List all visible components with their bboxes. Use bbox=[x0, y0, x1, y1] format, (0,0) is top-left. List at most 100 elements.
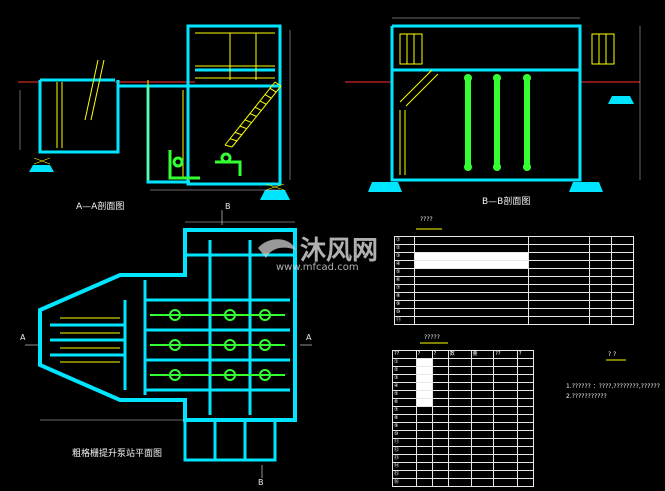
table-upper-row: ③ bbox=[394, 252, 634, 261]
table-upper-cell: ① bbox=[394, 236, 415, 245]
table-lower-row: ⑪ bbox=[392, 438, 535, 447]
table-lower-header-cell: ? bbox=[415, 350, 433, 359]
table-lower-header-cell: ? bbox=[516, 350, 535, 359]
table-upper-cell bbox=[527, 260, 591, 269]
bb-ladder bbox=[399, 110, 406, 175]
table-upper-cell bbox=[527, 244, 591, 253]
table-upper-cell: ③ bbox=[394, 252, 415, 261]
table-lower-cell: ⑩ bbox=[392, 430, 417, 439]
table-upper-cell bbox=[611, 236, 634, 245]
table-lower-cell bbox=[447, 446, 472, 455]
table-upper-cell bbox=[611, 300, 634, 309]
table-lower-cell: ① bbox=[392, 358, 417, 367]
plan-title: 粗格栅提升泵站平面图 bbox=[72, 449, 163, 459]
table-lower-cell bbox=[493, 430, 518, 439]
section-marker-a-right: A bbox=[306, 333, 312, 342]
table-lower-cell bbox=[447, 430, 472, 439]
table-lower-row: ④ bbox=[392, 382, 535, 391]
table-lower-cell bbox=[470, 366, 495, 375]
table-lower-cell bbox=[516, 390, 535, 399]
table-lower-cell bbox=[493, 382, 518, 391]
table-lower-row: ③ bbox=[392, 374, 535, 383]
table-lower-header-cell: 量 bbox=[470, 350, 495, 359]
table-lower-cell bbox=[470, 438, 495, 447]
table-lower-cell bbox=[415, 454, 433, 463]
table-lower-cell bbox=[431, 470, 449, 479]
table-lower-header-cell: ?? bbox=[493, 350, 518, 359]
table-lower-cell bbox=[493, 358, 518, 367]
table-upper-cell bbox=[527, 284, 591, 293]
table-lower-cell bbox=[431, 406, 449, 415]
plan-pumps bbox=[169, 309, 271, 381]
stair-step bbox=[259, 100, 267, 105]
table-lower-cell bbox=[470, 462, 495, 471]
ladders bbox=[56, 59, 184, 180]
table-upper-cell bbox=[527, 316, 591, 325]
table-lower-cell bbox=[415, 438, 433, 447]
table-upper-cell bbox=[589, 236, 613, 245]
table-upper-cell bbox=[611, 276, 634, 285]
table-upper-cell: ② bbox=[394, 244, 415, 253]
table-upper-cell bbox=[589, 292, 613, 301]
table-lower-cell bbox=[447, 366, 472, 375]
table-lower-cell bbox=[493, 414, 518, 423]
table-lower-cell bbox=[493, 422, 518, 431]
bb-pumps bbox=[465, 80, 530, 165]
table-upper-cell bbox=[589, 260, 613, 269]
table-lower-cell bbox=[447, 390, 472, 399]
table-upper-cell: ⑥ bbox=[394, 276, 415, 285]
table-lower-row: ⑯ bbox=[392, 478, 535, 487]
table-lower-cell bbox=[415, 358, 433, 367]
footing-hatch bbox=[33, 157, 285, 191]
table-upper-cell bbox=[527, 308, 591, 317]
table-lower-cell: ④ bbox=[392, 382, 417, 391]
tower-walls bbox=[186, 24, 282, 186]
section-marker-a-left: A bbox=[20, 333, 26, 342]
table-lower-cell bbox=[470, 414, 495, 423]
bb-footings bbox=[368, 96, 634, 192]
table-lower-cell bbox=[516, 422, 535, 431]
table-lower-cell bbox=[431, 478, 449, 487]
table-lower-cell: ⑤ bbox=[392, 390, 417, 399]
table-lower-cell bbox=[516, 358, 535, 367]
table-upper-cell bbox=[413, 308, 529, 317]
table-lower-cell bbox=[470, 446, 495, 455]
table-lower-cell bbox=[431, 454, 449, 463]
table-lower-cell bbox=[516, 446, 535, 455]
table-lower-cell bbox=[470, 358, 495, 367]
table-upper-row: ⑪ bbox=[394, 316, 634, 325]
tower-roof bbox=[195, 32, 275, 80]
table-lower-cell bbox=[447, 462, 472, 471]
table-lower-header-cell: ?? bbox=[392, 350, 417, 359]
table-lower-cell bbox=[516, 374, 535, 383]
section-marker-b-bottom: B bbox=[258, 478, 264, 487]
table-lower-cell: ⑮ bbox=[392, 470, 417, 479]
table-lower-cell bbox=[431, 446, 449, 455]
bb-walls bbox=[390, 24, 582, 182]
table-lower-cell bbox=[516, 430, 535, 439]
table-lower-cell bbox=[431, 430, 449, 439]
table-upper-row: ⑧ bbox=[394, 292, 634, 301]
table-lower-cell bbox=[493, 390, 518, 399]
table-upper-cell bbox=[611, 260, 634, 269]
table-upper-cell bbox=[527, 236, 591, 245]
table-lower-cell bbox=[415, 446, 433, 455]
table-lower-cell bbox=[447, 398, 472, 407]
table-upper-row: ① bbox=[394, 236, 634, 245]
table-lower-cell bbox=[431, 422, 449, 431]
dims-aa bbox=[19, 30, 291, 191]
table-lower-cell bbox=[516, 478, 535, 487]
table-lower-row: ⑮ bbox=[392, 470, 535, 479]
table-upper-cell bbox=[527, 252, 591, 261]
footings-aa bbox=[29, 165, 290, 200]
table-upper-cell bbox=[611, 292, 634, 301]
table-upper-cell bbox=[611, 308, 634, 317]
tower-stair-steps bbox=[224, 81, 282, 148]
table-lower-row: ⑫ bbox=[392, 446, 535, 455]
table-lower-cell bbox=[470, 406, 495, 415]
table-lower-cell bbox=[447, 470, 472, 479]
table-lower-cell bbox=[470, 390, 495, 399]
table-upper-cell bbox=[589, 276, 613, 285]
table-lower-cell bbox=[415, 374, 433, 383]
table-lower-cell bbox=[447, 374, 472, 383]
